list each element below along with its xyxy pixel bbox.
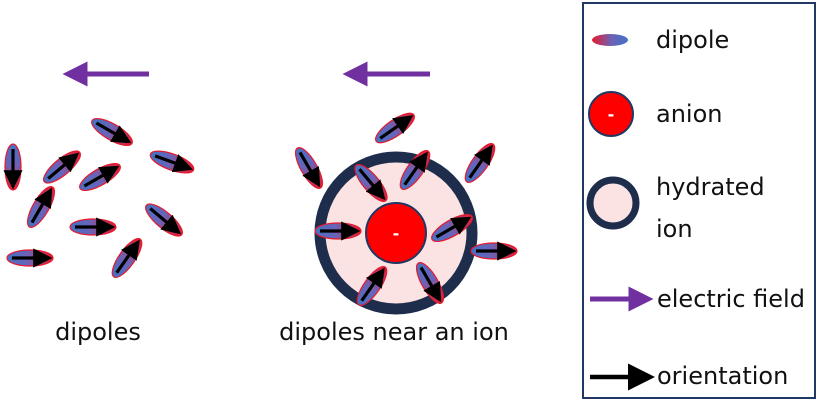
right-dipole-group (294, 112, 518, 306)
legend-hydrated-label-line2: ion (656, 215, 693, 243)
left-dipole (26, 186, 56, 228)
right-dipole (375, 112, 415, 144)
legend-dipole-label: dipole (656, 26, 729, 54)
legend-anion-label: anion (656, 100, 722, 128)
left-dipole (111, 238, 143, 278)
left-dipole (69, 217, 117, 237)
left-caption: dipoles (55, 318, 141, 346)
left-dipole (43, 150, 81, 184)
right-dipole (470, 241, 518, 261)
legend-orientation-label: orientation (657, 362, 788, 390)
right-dipole (464, 143, 496, 183)
central-anion (365, 202, 427, 264)
legend-hydrated-label-line1: hydrated (656, 173, 765, 201)
right-dipole (431, 213, 473, 243)
right-dipole (399, 150, 431, 190)
left-dipole (145, 203, 183, 237)
right-caption: dipoles near an ion (279, 318, 509, 346)
right-dipole (415, 262, 445, 304)
legend-anion-sign: - (608, 105, 615, 124)
left-dipole (3, 143, 23, 191)
left-dipole (91, 117, 133, 147)
right-dipole (354, 164, 388, 202)
left-dipole-group (3, 117, 195, 278)
left-dipole (149, 150, 195, 174)
legend-hydrated-icon (586, 176, 640, 230)
legend-dipole-icon (592, 34, 628, 46)
right-dipole (356, 266, 388, 306)
legend-anion-icon (588, 91, 634, 137)
central-anion-sign: - (393, 224, 400, 243)
legend-field-label: electric field (657, 285, 805, 313)
right-dipole (294, 147, 324, 189)
right-dipole (314, 221, 362, 241)
left-dipole (6, 248, 54, 268)
left-dipole (79, 162, 121, 192)
